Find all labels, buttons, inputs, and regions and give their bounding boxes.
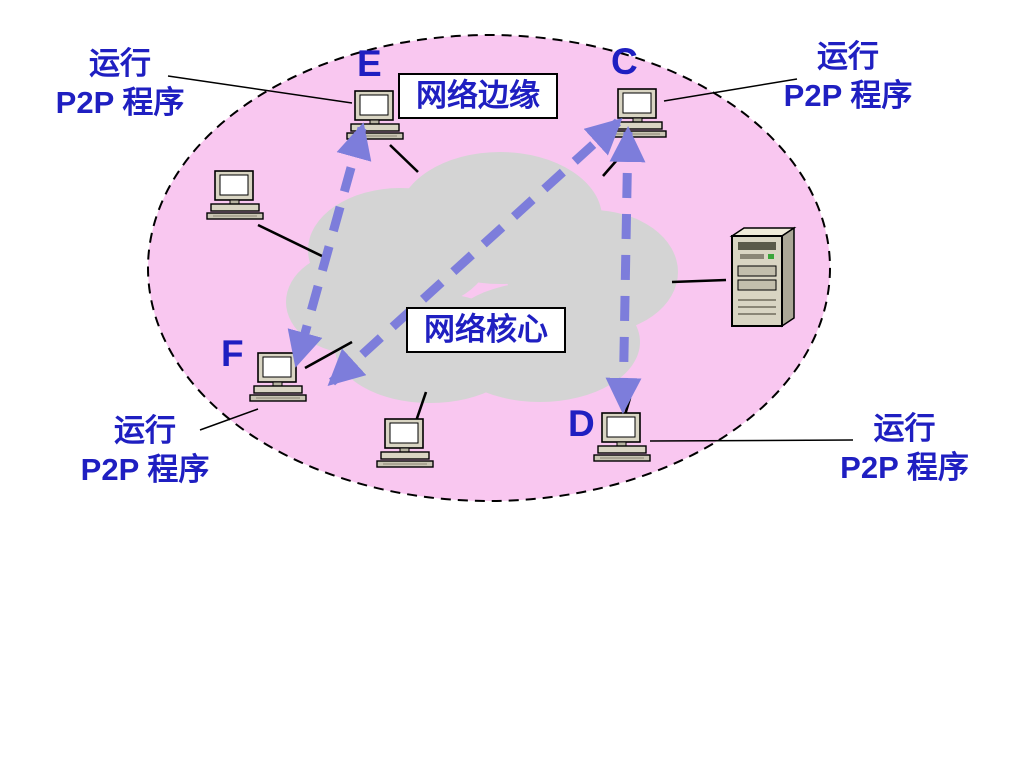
p2p-arrow-f-c — [327, 117, 623, 387]
node-label-f: F — [221, 333, 244, 374]
p2p-caption-top-right: 运行 P2P 程序 — [758, 38, 938, 116]
callout-line — [649, 439, 854, 442]
p2p-caption-bottom-right: 运行 P2P 程序 — [812, 410, 997, 488]
link-line — [671, 278, 727, 284]
network-edge-label: 网络边缘 — [398, 73, 558, 120]
p2p-arrow-c-d — [605, 126, 646, 414]
callout-line — [167, 75, 353, 104]
p2p-arrows — [287, 117, 646, 414]
p2p-caption-line1: 运行 — [817, 39, 879, 74]
node-label-d: D — [568, 403, 595, 444]
p2p-caption-line2: P2P 程序 — [840, 449, 969, 485]
p2p-caption-top-left: 运行 P2P 程序 — [30, 45, 210, 123]
p2p-caption-line2: P2P 程序 — [55, 84, 185, 120]
p2p-caption-line2: P2P 程序 — [783, 77, 913, 113]
p2p-caption-line1: 运行 — [873, 411, 936, 446]
network-core-label: 网络核心 — [406, 307, 566, 354]
callout-line — [199, 408, 259, 431]
p2p-caption-line1: 运行 — [114, 413, 176, 448]
callout-lines — [167, 75, 854, 442]
node-label-c: C — [611, 41, 638, 82]
p2p-caption-line1: 运行 — [89, 46, 151, 81]
callout-line — [663, 78, 798, 102]
p2p-caption-line2: P2P 程序 — [80, 451, 210, 487]
node-label-e: E — [357, 43, 382, 84]
server-icon — [729, 226, 797, 328]
p2p-caption-bottom-left: 运行 P2P 程序 — [55, 412, 235, 490]
